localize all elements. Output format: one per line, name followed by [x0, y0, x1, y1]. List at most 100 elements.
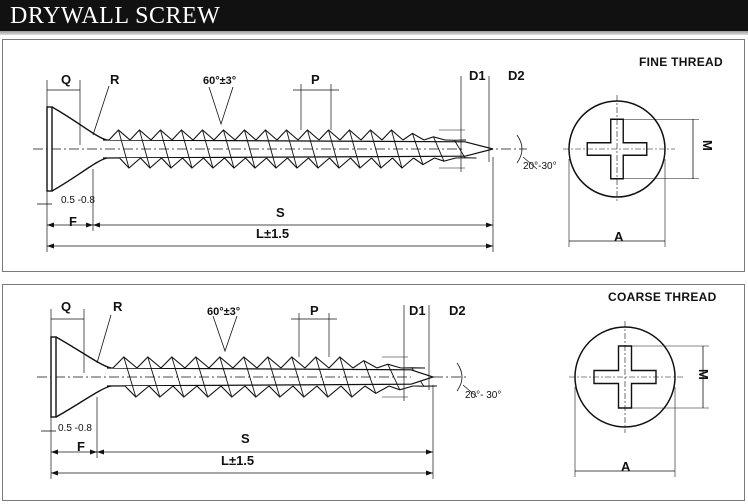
dimension-arrow	[93, 222, 100, 228]
thread-helix	[171, 356, 185, 398]
thread-tooth	[140, 157, 162, 169]
tip-angle-arc	[456, 362, 463, 392]
bugle-head-profile	[51, 106, 108, 192]
thread-tooth	[292, 385, 318, 398]
q-label: Q	[61, 299, 71, 314]
thread-tooth	[287, 157, 309, 169]
r-label: R	[113, 299, 123, 314]
screw-geometry	[33, 76, 699, 252]
thread-tooth	[172, 385, 198, 398]
thread-tooth	[268, 385, 294, 398]
pitch-label: P	[310, 303, 319, 318]
d2-label: D2	[449, 303, 466, 318]
a-label: A	[614, 229, 624, 244]
thread-type-label: FINE THREAD	[639, 55, 723, 69]
dimension-arrow	[97, 449, 104, 455]
thread-tooth	[161, 157, 183, 169]
thread-tooth	[148, 385, 174, 398]
thread-tooth	[413, 157, 435, 166]
thread-tooth	[350, 157, 372, 169]
dimension-arrow	[426, 449, 433, 455]
page-title: DRYWALL SCREW	[10, 3, 221, 29]
thread-helix	[267, 356, 281, 398]
tip-angle-leader	[522, 156, 538, 170]
a-label: A	[621, 459, 631, 474]
shank-top-edge	[102, 139, 466, 143]
r-leader-line	[92, 85, 110, 136]
thread-tooth	[244, 385, 270, 398]
tip-angle-arc	[516, 134, 523, 164]
f-label: F	[77, 439, 85, 454]
head-range-label: 0.5 -0.8	[58, 423, 92, 434]
title-bar: DRYWALL SCREW	[0, 0, 748, 31]
m-label: M	[696, 369, 711, 380]
thread-helix	[223, 129, 235, 169]
dimension-arrow	[51, 470, 58, 476]
thread-helix	[118, 129, 130, 169]
screw-head	[50, 336, 57, 418]
thread-helix	[454, 140, 466, 158]
thread-tooth	[388, 385, 414, 391]
title-divider	[0, 31, 748, 35]
thread-tooth	[329, 157, 351, 169]
thread-type-label: COARSE THREAD	[608, 290, 717, 304]
thread-helix	[219, 356, 233, 398]
angle-label: 60°±3°	[207, 306, 240, 318]
tip-angle-leader	[462, 384, 478, 398]
dimension-arrow	[486, 222, 493, 228]
fine-thread-panel: Q R 60°±3° P D1 D2 FINE THREAD M 20°-30°…	[2, 39, 745, 272]
shank-bottom-edge	[102, 155, 466, 159]
coarse-thread-panel: Q R 60°±3° P D1 D2 COARSE THREAD M 20°- …	[2, 284, 745, 501]
thread-helix	[370, 129, 382, 169]
thread-helix	[363, 360, 377, 394]
thread-tooth	[364, 385, 390, 395]
screw-tip	[410, 369, 435, 385]
thread-tooth	[196, 385, 222, 398]
length-label: L±1.5	[221, 453, 254, 468]
coarse-thread-drawing: Q R 60°±3° P D1 D2 COARSE THREAD M 20°- …	[37, 290, 717, 479]
thread-tooth	[308, 157, 330, 169]
d1-label: D1	[409, 303, 426, 318]
thread-helix	[315, 356, 329, 398]
thread-helix	[291, 356, 305, 398]
fine-thread-drawing: Q R 60°±3° P D1 D2 FINE THREAD M 20°-30°…	[33, 55, 723, 252]
thread-tooth	[371, 157, 393, 169]
r-leader-line	[96, 314, 112, 364]
thread-tooth	[119, 157, 141, 169]
thread-tooth	[434, 157, 456, 162]
thread-tooth	[245, 157, 267, 169]
thread-tooth	[266, 157, 288, 169]
thread-tooth	[340, 385, 366, 398]
thread-helix	[243, 356, 257, 398]
s-label: S	[241, 431, 250, 446]
screw-head	[46, 106, 53, 192]
shank-bottom-edge	[106, 383, 412, 387]
q-label: Q	[61, 72, 71, 87]
m-label: M	[700, 140, 715, 151]
head-range-label: 0.5 -0.8	[61, 195, 95, 206]
thread-tooth	[392, 157, 414, 169]
thread-helix	[265, 129, 277, 169]
angle-label: 60°±3°	[203, 75, 236, 87]
thread-tooth	[220, 385, 246, 398]
bugle-head-profile	[55, 336, 112, 418]
angle-indicator	[212, 315, 238, 353]
pitch-label: P	[311, 72, 320, 87]
length-label: L±1.5	[256, 226, 289, 241]
thread-helix	[391, 129, 403, 169]
thread-helix	[123, 356, 137, 398]
thread-helix	[412, 133, 424, 165]
thread-helix	[244, 129, 256, 169]
thread-helix	[195, 356, 209, 398]
thread-helix	[349, 129, 361, 169]
dimension-arrow	[426, 470, 433, 476]
r-label: R	[110, 72, 120, 87]
screw-tip	[464, 141, 494, 157]
thread-tooth	[203, 157, 225, 169]
angle-indicator	[208, 86, 234, 126]
d1-label: D1	[469, 68, 486, 83]
thread-tooth	[182, 157, 204, 169]
thread-tooth	[124, 385, 150, 398]
thread-helix	[160, 129, 172, 169]
dimension-arrow	[486, 243, 493, 249]
